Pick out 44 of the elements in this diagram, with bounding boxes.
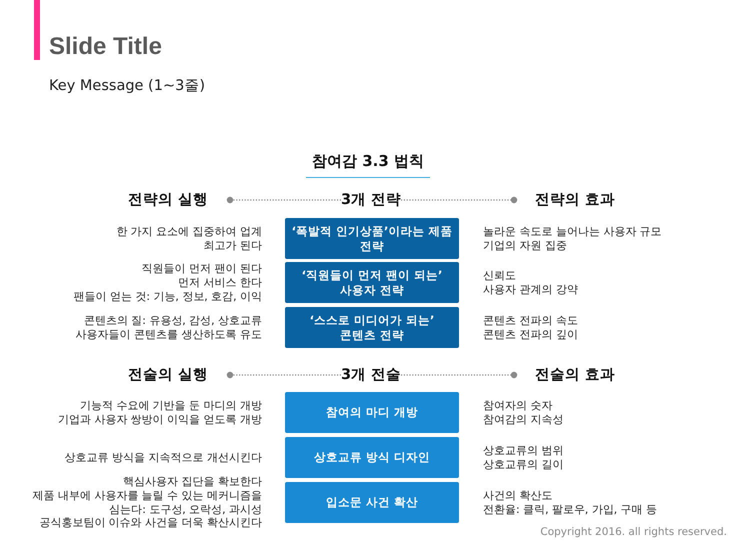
diagram-heading: 참여감 3.3 법칙: [306, 152, 430, 178]
effect-note: 콘텐츠 전파의 속도: [483, 314, 578, 327]
effect-note: 신뢰도: [483, 268, 516, 282]
column-heading: 3개 전술: [341, 365, 402, 385]
effect-note: 참여감의 지속성: [483, 412, 564, 426]
dotted-connector: [226, 196, 341, 204]
effect-note: 콘텐츠 전파의 깊이: [483, 328, 578, 341]
effect-note: 전환율: 클릭, 팔로우, 가입, 구매 등: [483, 502, 658, 516]
effect-note: 사용자 관계의 강약: [483, 282, 578, 296]
practice-note: 콘텐츠의 질: 유용성, 감성, 상호교류: [84, 314, 262, 327]
practice-note: 직원들이 먼저 팬이 된다: [142, 262, 262, 275]
practice-note: 제품 내부에 사용자를 늘릴 수 있는 메커니즘을 심는다: 도구성, 오락성, 과시성: [31, 489, 262, 516]
practice-note: 먼저 서비스 한다: [178, 276, 262, 289]
practice-note: 공식홍보팀이 이슈와 사건을 더욱 확산시킨다: [39, 516, 262, 530]
strategy-box: ‘폭발적 인기상품’이라는 제품 전략: [285, 218, 459, 259]
column-heading: 전략의 실행: [128, 190, 230, 210]
slide-title: Slide Title: [49, 33, 162, 61]
practice-note: 기능적 수요에 기반을 둔 마디의 개방: [80, 398, 262, 412]
effect-note: 사건의 확산도: [483, 488, 552, 502]
practice-note: 사용자들이 콘텐츠를 생산하도록 유도: [76, 328, 262, 341]
dotted-connector: [401, 196, 518, 204]
column-heading: 3개 전략: [341, 190, 402, 210]
dotted-connector: [401, 372, 518, 378]
effect-note: 상호교류의 범위: [483, 444, 564, 457]
practice-note: 상호교류 방식을 지속적으로 개선시킨다: [64, 450, 262, 464]
dotted-connector: [226, 372, 341, 378]
effect-note: 놀라운 속도로 늘어나는 사용자 규모: [483, 224, 662, 238]
practice-note: 기업과 사용자 쌍방이 이익을 얻도록 개방: [58, 412, 262, 426]
copyright-note: Copyright 2016. all rights reserved.: [540, 526, 727, 538]
practice-note: 핵심사용자 집단을 확보한다: [123, 475, 262, 488]
column-heading: 전술의 효과: [514, 365, 615, 385]
strategy-box: ‘직원들이 먼저 팬이 되는’ 사용자 전략: [285, 262, 459, 303]
tactic-box: 참여의 마디 개방: [285, 392, 459, 433]
effect-note: 기업의 자원 집중: [483, 238, 567, 252]
effect-note: 상호교류의 길이: [483, 458, 564, 471]
column-heading: 전략의 효과: [514, 190, 615, 210]
practice-note: 한 가지 요소에 집중하여 업계 최고가 된다: [115, 225, 262, 252]
practice-note: 팬들이 얻는 것: 기능, 정보, 호감, 이익: [73, 290, 262, 303]
key-message: Key Message (1~3줄): [49, 77, 205, 95]
effect-note: 참여자의 숫자: [483, 398, 552, 412]
tactic-box: 입소문 사건 확산: [285, 482, 459, 523]
column-heading: 전술의 실행: [128, 365, 230, 385]
strategy-box: ‘스스로 미디어가 되는’ 콘텐츠 전략: [285, 307, 459, 348]
tactic-box: 상호교류 방식 디자인: [285, 437, 459, 478]
